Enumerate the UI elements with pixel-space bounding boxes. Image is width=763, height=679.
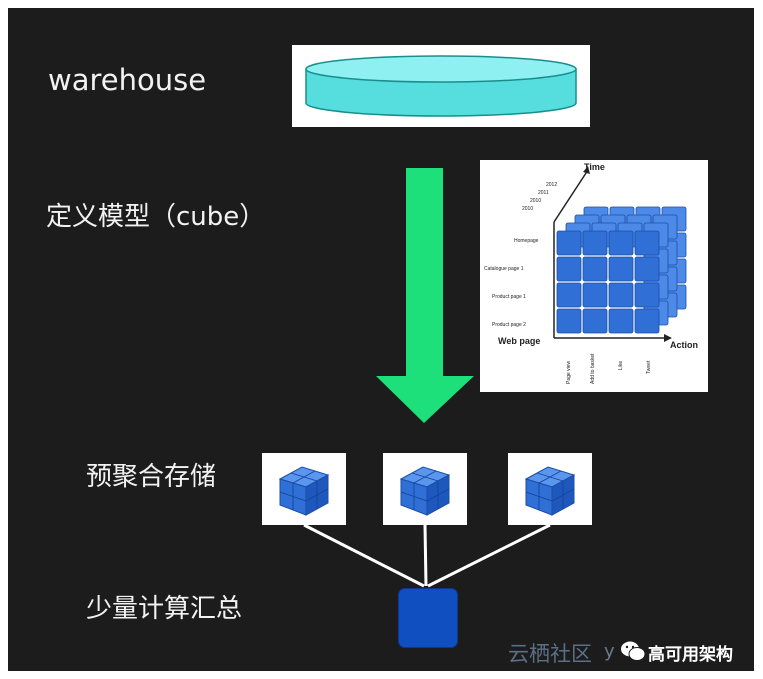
axis-action-label: Action [670,340,698,350]
watermark-right-text: 高可用架构 [648,645,733,665]
pre-aggregate-cube-2 [383,453,467,525]
olap-cube-icon: Time Web page Action 2012 2011 2010 2010… [484,162,698,384]
pre-aggregate-label: 预聚合存储 [86,462,217,492]
action-label-2: Add to basket [590,353,596,384]
aggregation-result-box [398,588,458,648]
action-label-4: Tweet [646,360,652,374]
page-label-2: Catalogue page 1 [484,266,524,272]
pre-aggregate-cube-1 [262,453,346,525]
olap-cube-diagram: Time Web page Action 2012 2011 2010 2010… [480,160,708,392]
page-label-3: Product page 1 [492,294,526,300]
wechat-icon [621,641,646,661]
define-model-label: 定义模型（cube） [46,202,266,232]
year-label-1: 2012 [546,182,557,188]
year-label-3: 2010 [530,198,541,204]
action-label-3: Like [618,361,624,370]
watermark-url-text: y [604,641,615,662]
connector-line-1 [303,523,425,588]
year-label-4: 2010 [522,206,533,212]
database-icon [305,55,577,117]
cube-icon [524,466,576,516]
connector-line-2 [423,524,428,587]
axis-time-label: Time [584,162,605,172]
slide: warehouse 定义模型（cube） 预聚合存储 少量计算汇总 Time W… [8,8,754,671]
pre-aggregate-cube-3 [508,453,592,525]
axis-webpage-label: Web page [498,336,540,346]
action-label-1: Page view [566,361,572,384]
watermark-left-text: 云栖社区 [508,642,592,666]
database-image [292,45,590,127]
down-arrow [376,168,474,423]
summary-label: 少量计算汇总 [86,594,243,624]
page-label-1: Homepage [514,238,539,244]
cube-icon [399,466,451,516]
connectors [303,168,551,588]
warehouse-label: warehouse [48,63,207,97]
year-label-2: 2011 [538,190,549,196]
cube-icon [278,466,330,516]
connector-line-3 [427,523,551,588]
page-label-4: Product page 2 [492,322,526,328]
